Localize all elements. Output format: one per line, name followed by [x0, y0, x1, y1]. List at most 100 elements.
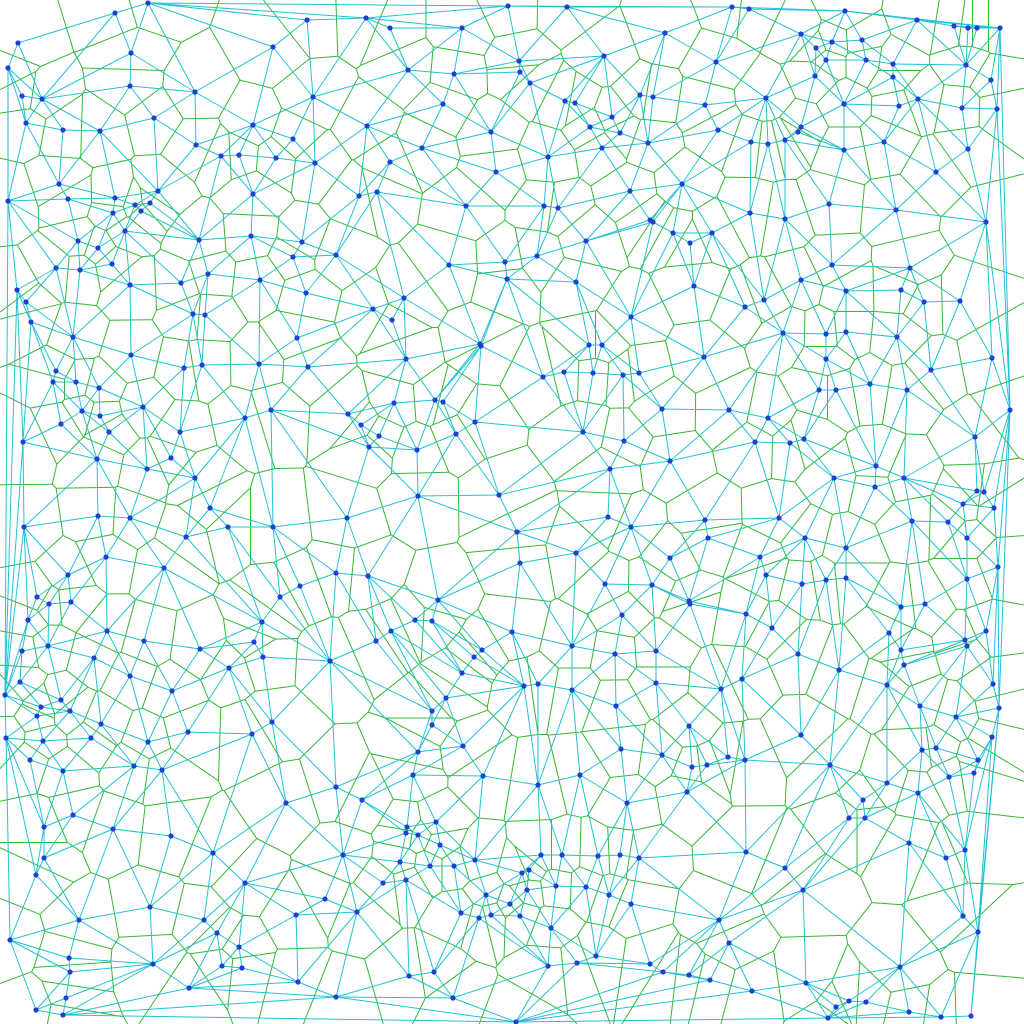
voronoi-edge: [0, 741, 25, 769]
delaunay-edge: [803, 438, 877, 467]
delaunay-edge: [448, 205, 467, 266]
delaunay-edge: [335, 786, 344, 856]
delaunay-edge: [571, 645, 616, 655]
voronoi-edge: [84, 402, 95, 436]
voronoi-edge: [128, 549, 138, 594]
voronoi-edge: [849, 368, 861, 427]
voronoi-edge: [560, 53, 565, 61]
site-point: [628, 314, 634, 320]
site-point: [168, 833, 174, 839]
voronoi-edge: [177, 505, 207, 530]
site-point: [414, 447, 420, 453]
site-point: [535, 782, 541, 788]
voronoi-edge: [83, 721, 117, 747]
voronoi-edge: [930, 493, 933, 496]
delaunay-edge: [575, 281, 603, 346]
delaunay-edge: [592, 344, 603, 374]
delaunay-edge: [869, 336, 898, 385]
delaunay-edge: [689, 603, 747, 615]
delaunay-edge: [403, 297, 407, 360]
voronoi-edge: [505, 819, 552, 822]
delaunay-edge: [630, 519, 706, 528]
voronoi-edge: [805, 624, 834, 695]
site-point: [701, 354, 707, 360]
voronoi-edge: [687, 692, 724, 724]
delaunay-edge: [536, 205, 545, 257]
voronoi-edge: [81, 67, 86, 89]
site-point: [535, 681, 541, 687]
delaunay-edge: [899, 915, 964, 968]
delaunay-edge: [845, 331, 871, 385]
voronoi-edge: [736, 0, 742, 39]
voronoi-edge: [988, 51, 991, 54]
delaunay-edge: [896, 336, 908, 391]
voronoi-edge: [978, 126, 1024, 160]
voronoi-edge: [409, 848, 417, 854]
voronoi-edge: [734, 950, 774, 971]
site-point: [938, 1014, 944, 1020]
voronoi-edge: [354, 534, 392, 549]
voronoi-edge: [932, 132, 935, 135]
delaunay-edge: [360, 424, 380, 437]
delaunay-edge: [844, 10, 1001, 29]
voronoi-edge: [395, 132, 424, 194]
voronoi-edge: [931, 755, 957, 768]
delaunay-edge: [75, 381, 83, 412]
voronoi-edge: [229, 579, 302, 633]
voronoi-edge: [445, 362, 449, 365]
voronoi-edge: [146, 435, 151, 439]
delaunay-edge: [5, 737, 37, 876]
delaunay-edge: [974, 436, 985, 493]
site-point: [20, 439, 26, 445]
delaunay-edge: [706, 756, 729, 766]
delaunay-edge: [490, 914, 549, 967]
delaunay-edge: [97, 212, 114, 249]
voronoi-edge: [654, 775, 672, 788]
voronoi-edge: [51, 1003, 124, 1018]
delaunay-edge: [765, 97, 802, 128]
voronoi-edge: [367, 699, 375, 713]
voronoi-edge: [201, 195, 210, 199]
delaunay-edge: [220, 155, 254, 195]
delaunay-edge: [704, 441, 756, 521]
voronoi-edge: [366, 415, 380, 436]
delaunay-edge: [367, 575, 377, 642]
voronoi-edge: [309, 55, 338, 59]
voronoi-edge: [473, 903, 483, 907]
delaunay-edge: [686, 764, 708, 793]
delaunay-edge: [67, 198, 114, 214]
voronoi-edge: [627, 666, 638, 681]
voronoi-edge: [439, 720, 458, 747]
voronoi-edge: [223, 617, 276, 640]
voronoi-edge: [118, 383, 128, 402]
delaunay-edge: [935, 171, 987, 223]
voronoi-edge: [735, 104, 743, 115]
delaunay-edge: [869, 383, 877, 467]
site-point: [94, 456, 100, 462]
delaunay-edge: [272, 46, 314, 98]
voronoi-edge: [639, 58, 652, 65]
delaunay-edge: [490, 82, 531, 133]
voronoi-edge: [600, 679, 628, 681]
voronoi-edge: [0, 595, 38, 611]
delaunay-edge: [270, 409, 348, 519]
delaunay-edge: [7, 198, 69, 202]
voronoi-edge: [221, 948, 234, 959]
delaunay-edge: [251, 733, 287, 804]
voronoi-edge: [847, 425, 861, 433]
site-point: [628, 901, 634, 907]
voronoi-edge: [282, 382, 311, 407]
site-point: [569, 643, 575, 649]
delaunay-edge: [711, 232, 765, 301]
site-point: [827, 762, 833, 768]
voronoi-edge: [597, 630, 635, 638]
delaunay-edge: [216, 932, 240, 948]
delaunay-edge: [892, 76, 919, 100]
delaunay-edge: [376, 191, 450, 266]
delaunay-edge: [784, 218, 802, 281]
voronoi-edge: [638, 556, 676, 582]
site-point: [884, 682, 890, 688]
voronoi-edge: [672, 923, 679, 933]
delaunay-edge: [831, 264, 911, 269]
delaunay-edge: [557, 190, 631, 209]
